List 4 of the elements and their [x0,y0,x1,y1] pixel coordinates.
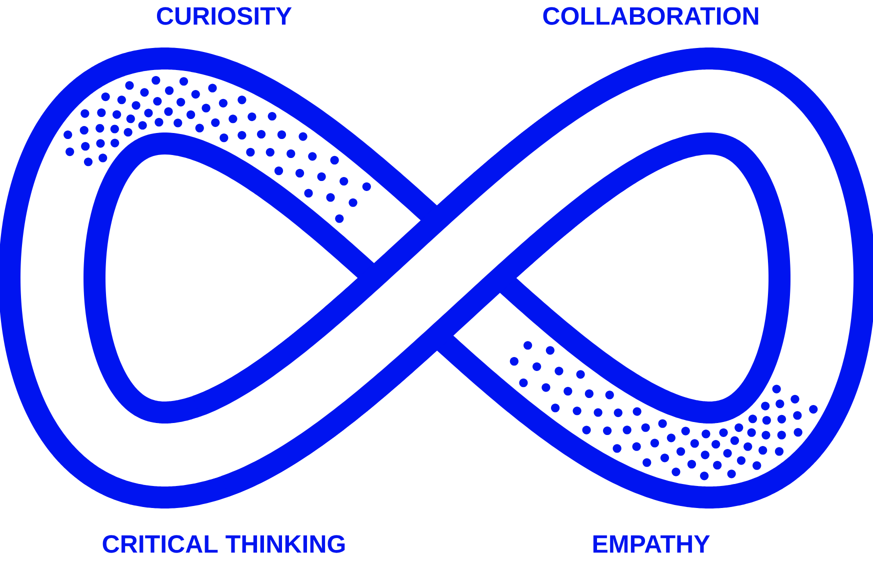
value-label: CRITICAL THINKING [102,535,345,553]
value-label: CURIOSITY [156,7,292,25]
value-label: EMPATHY [593,535,710,553]
value-label: COLLABORATION [543,7,758,25]
